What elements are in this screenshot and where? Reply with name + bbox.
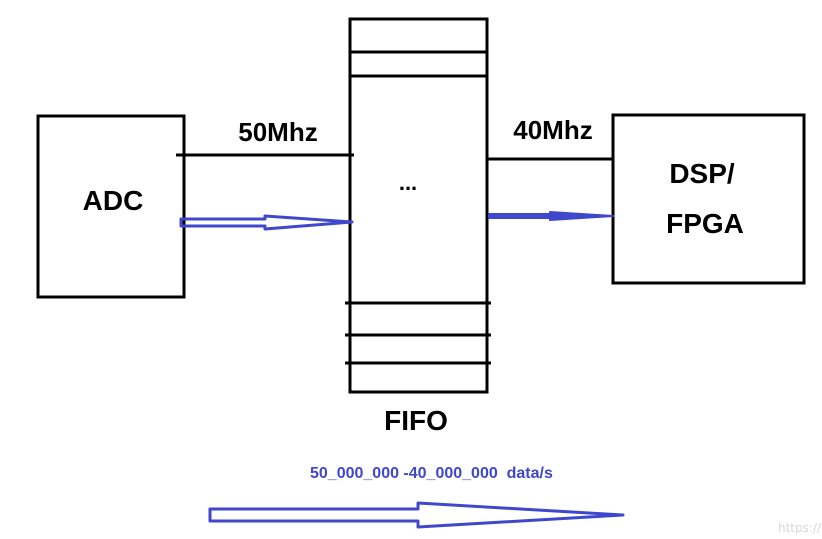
read-clock-label: 40Mhz	[513, 115, 592, 145]
adc-to-fifo-data-arrow	[179, 214, 354, 231]
write-clock-label: 50Mhz	[238, 117, 317, 147]
rate-difference-arrow	[208, 501, 625, 529]
dsp-fpga-block	[611, 113, 806, 285]
rate-difference-note: 50_000_000 -40_000_000 data/s	[310, 465, 553, 482]
fpga-label: FPGA	[666, 208, 744, 239]
fifo-inner-ellipsis: ...	[399, 170, 417, 195]
dsp-label: DSP/	[669, 158, 735, 189]
fifo-block	[348, 17, 489, 394]
watermark-text: https://b	[778, 521, 822, 535]
adc-label: ADC	[83, 185, 144, 216]
fifo-label: FIFO	[384, 405, 448, 436]
adc-block	[36, 114, 186, 299]
fifo-to-dsp-data-arrow	[488, 211, 614, 221]
